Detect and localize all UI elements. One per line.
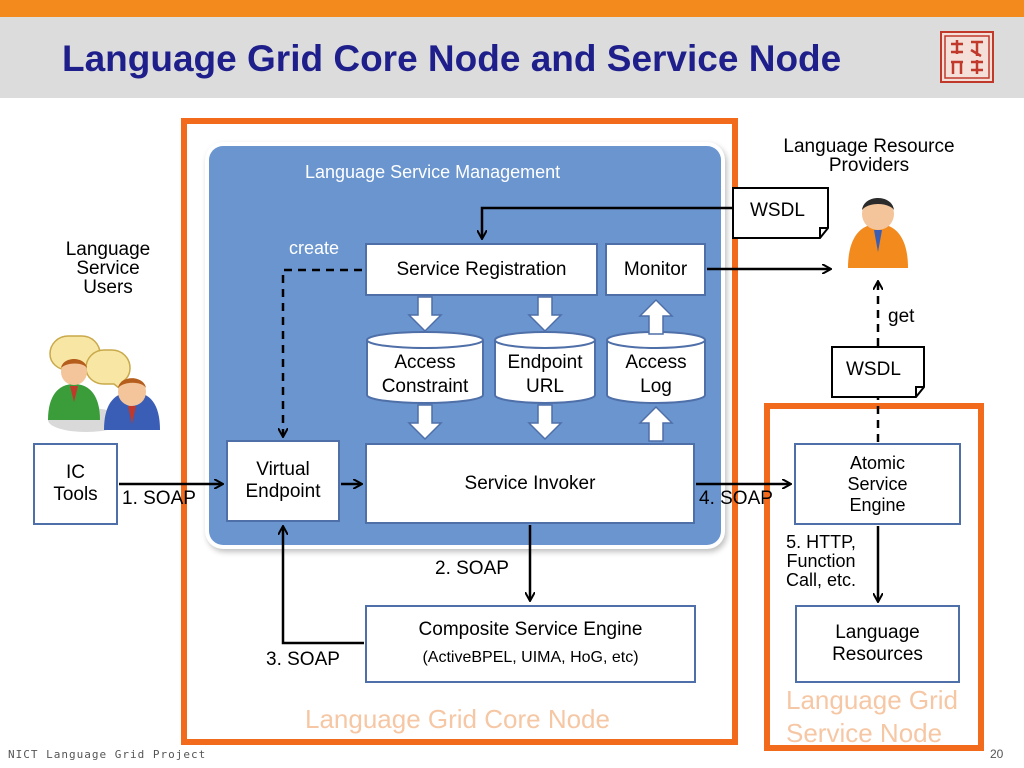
- service-invoker-box[interactable]: Service Invoker: [365, 443, 695, 524]
- http-call-line1: 5. HTTP,: [786, 532, 856, 552]
- access-constraint-db: [366, 331, 484, 404]
- top-accent-bar: [0, 0, 1024, 17]
- red-seal-logo-icon: [940, 31, 994, 83]
- composite-engine-subtitle: (ActiveBPEL, UIMA, HoG, etc): [422, 649, 639, 666]
- http-call-line2: Function: [786, 551, 856, 571]
- soap3-label: 3. SOAP: [266, 649, 340, 670]
- atomic-engine-box[interactable]: Atomic Service Engine: [794, 443, 961, 525]
- users-label-line3: Users: [83, 277, 133, 298]
- management-label: Language Service Management: [305, 162, 561, 182]
- endpoint-url-line1: Endpoint: [507, 352, 583, 373]
- ic-tools-line1: IC: [65, 462, 85, 483]
- composite-engine-box[interactable]: Composite Service Engine (ActiveBPEL, UI…: [365, 605, 696, 683]
- providers-label: Language Resource Providers: [760, 137, 978, 175]
- atomic-engine-line2: Service: [847, 473, 908, 494]
- users-label: Language Service Users: [40, 240, 176, 297]
- service-registration-label: Service Registration: [396, 258, 567, 280]
- http-call-line3: Call, etc.: [785, 570, 857, 590]
- language-resources-line2: Resources: [832, 644, 923, 665]
- monitor-label: Monitor: [623, 258, 688, 280]
- virtual-endpoint-line2: Endpoint: [245, 481, 321, 502]
- ic-tools-line2: Tools: [53, 484, 98, 505]
- providers-label-line2: Providers: [828, 155, 910, 176]
- arrow-create-dashed: [283, 268, 362, 436]
- monitor-box[interactable]: Monitor: [605, 243, 706, 296]
- providers-label-line1: Language Resource: [783, 136, 955, 157]
- http-call-label: 5. HTTP, Function Call, etc.: [768, 533, 874, 590]
- access-constraint-line2: Constraint: [381, 376, 469, 397]
- people-talking-icon: [48, 335, 160, 432]
- virtual-endpoint-box[interactable]: Virtual Endpoint: [226, 440, 340, 522]
- soap1-label: 1. SOAP: [122, 488, 196, 509]
- wsdl-mid-label: WSDL: [846, 359, 901, 380]
- wsdl-mid-doc: [831, 346, 925, 398]
- page-number: 20: [990, 747, 1004, 761]
- service-node-watermark-line1: Language Grid: [786, 685, 959, 715]
- language-resources-line1: Language: [835, 622, 920, 643]
- title-bar: [0, 17, 1024, 98]
- create-label: create: [289, 238, 340, 258]
- ic-tools-box[interactable]: IC Tools: [33, 443, 118, 525]
- block-arrows: [407, 296, 674, 442]
- footer-text: NICT Language Grid Project: [8, 748, 207, 761]
- service-invoker-label: Service Invoker: [464, 472, 596, 494]
- get-label: get: [888, 306, 915, 327]
- service-registration-box[interactable]: Service Registration: [365, 243, 598, 296]
- person-icon: [848, 198, 908, 268]
- soap2-label: 2. SOAP: [435, 558, 509, 579]
- wsdl-top-doc: [732, 187, 829, 239]
- access-constraint-line1: Access: [394, 352, 456, 373]
- soap4-label: 4. SOAP: [699, 488, 773, 509]
- atomic-engine-line3: Engine: [849, 494, 906, 515]
- endpoint-url-label: Endpoint URL: [495, 351, 595, 399]
- endpoint-url-line2: URL: [525, 376, 564, 397]
- service-node-frame: [764, 403, 984, 751]
- access-log-label: Access Log: [607, 351, 705, 399]
- users-label-line1: Language: [65, 239, 151, 260]
- users-label-line2: Service: [76, 258, 140, 279]
- access-constraint-label: Access Constraint: [367, 351, 483, 399]
- language-resources-box[interactable]: Language Resources: [795, 605, 960, 683]
- arrow-soap3: [283, 527, 364, 645]
- service-node-watermark-line2: Service Node: [786, 718, 943, 748]
- core-node-frame: [181, 118, 738, 745]
- virtual-endpoint-line1: Virtual: [256, 459, 310, 480]
- slide-title: Language Grid Core Node and Service Node: [62, 38, 842, 79]
- access-log-line2: Log: [640, 376, 672, 397]
- core-node-watermark: Language Grid Core Node: [305, 704, 610, 734]
- arrow-wsdl-to-registration: [482, 206, 733, 238]
- virtual-endpoint-label: Virtual Endpoint: [245, 459, 320, 503]
- wsdl-top-label: WSDL: [750, 200, 805, 221]
- atomic-engine-line1: Atomic: [849, 452, 905, 473]
- composite-engine-title: Composite Service Engine: [418, 619, 643, 640]
- access-log-line1: Access: [625, 352, 687, 373]
